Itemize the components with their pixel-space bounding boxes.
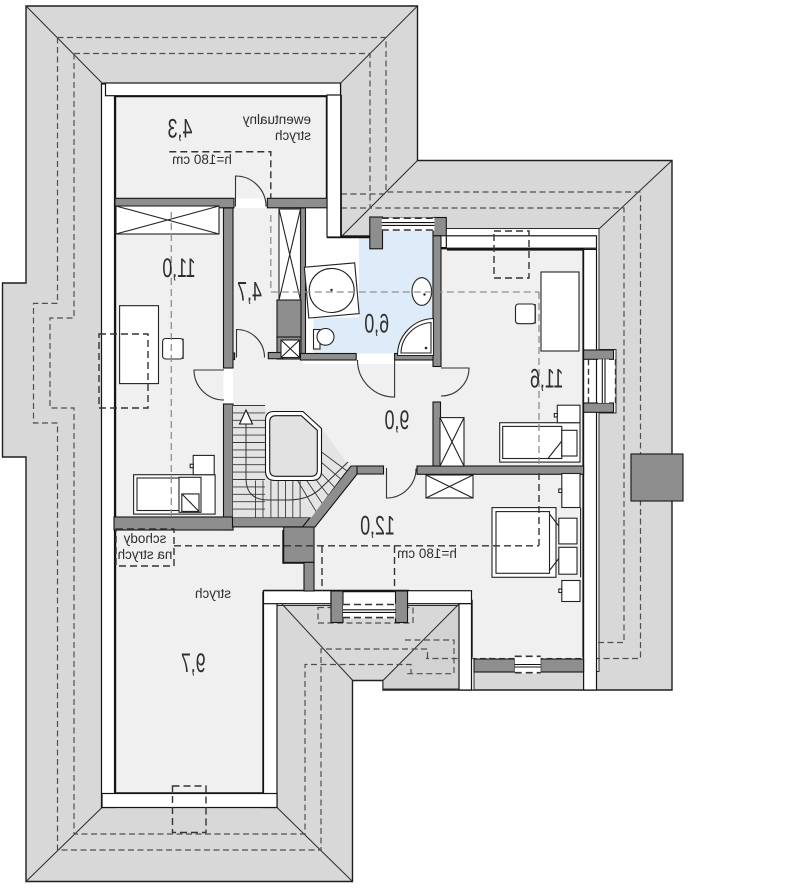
svg-text:na strych: na strych	[118, 547, 173, 562]
svg-text:h=180 cm: h=180 cm	[397, 546, 457, 561]
svg-text:4,3: 4,3	[168, 113, 193, 144]
svg-text:11,6: 11,6	[530, 363, 563, 394]
svg-text:schody: schody	[123, 531, 166, 546]
svg-text:strych: strych	[195, 586, 231, 601]
svg-text:6,0: 6,0	[364, 308, 389, 339]
svg-text:9,7: 9,7	[181, 647, 206, 678]
svg-text:4,7: 4,7	[237, 276, 262, 307]
svg-text:9,0: 9,0	[385, 404, 410, 435]
svg-text:ewentualny: ewentualny	[242, 112, 311, 127]
svg-text:11,0: 11,0	[162, 252, 195, 283]
svg-text:12,0: 12,0	[360, 510, 395, 541]
svg-text:h=180 cm: h=180 cm	[172, 152, 232, 167]
svg-text:strych: strych	[275, 128, 311, 143]
